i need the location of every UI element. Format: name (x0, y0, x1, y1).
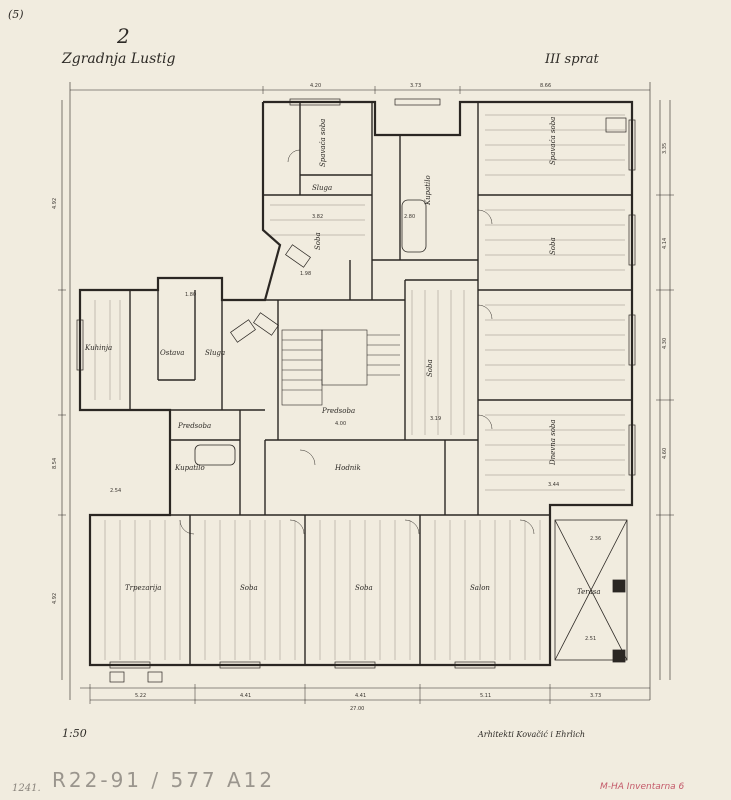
room-bottom-3: Soba (355, 584, 373, 592)
corner-number: (5) (8, 8, 24, 21)
room-right-3: Soba (426, 359, 434, 377)
dim-top-a: 4.20 (310, 83, 321, 89)
room-corridor-upper: Sluga (312, 184, 332, 192)
museum-stamp: M-HA Inventarna 6 (600, 782, 685, 792)
dim-bottom-a: 5.22 (135, 693, 146, 699)
dim-top-b: 3.73 (410, 83, 421, 89)
room-corridor-mid: Hodnik (334, 464, 361, 472)
dim-misc-6: 3.44 (548, 482, 559, 488)
architects-credit: Arhitekti Kovačić i Ehrlich (478, 730, 586, 739)
room-right-2: Soba (549, 237, 557, 255)
catalog-note: 1241. (12, 783, 41, 794)
dim-left-b: 8.54 (52, 458, 58, 469)
dim-left-c: 4.92 (52, 593, 58, 604)
dim-misc-5: 2.54 (110, 488, 121, 494)
room-bottom-2: Soba (240, 584, 258, 592)
dim-right-d: 4.60 (662, 448, 668, 459)
dim-bottom-c: 4.41 (355, 693, 366, 699)
dim-right-b: 4.14 (662, 238, 668, 249)
room-bottom-1: Trpezarija (125, 584, 161, 592)
dim-misc-3: 3.19 (430, 416, 441, 422)
room-terrace: Terasa (577, 588, 601, 596)
dim-top-c: 8.66 (540, 83, 551, 89)
room-labels: Spavaća soba Sluga Soba Kupatilo Kuhinja… (84, 117, 601, 596)
door-swings (179, 149, 535, 535)
dim-misc-4: 1.80 (185, 292, 196, 298)
dim-bottom-e: 3.73 (590, 693, 601, 699)
staircase (281, 329, 400, 406)
room-hall: Predsoba (321, 407, 355, 415)
dim-misc-8: 2.51 (585, 636, 596, 642)
dim-misc-9: 1.98 (300, 271, 311, 277)
room-bottom-4: Salon (470, 584, 490, 592)
dim-misc-10: 4.00 (335, 421, 346, 427)
room-bathroom-b: Kupatilo (174, 464, 205, 472)
exterior-walls (78, 100, 634, 667)
drawing-title: Zgradnja Lustig (62, 51, 176, 67)
dimension-lines (58, 82, 674, 704)
floor-hatching (94, 114, 625, 660)
room-top-left-bedroom: Spavaća soba (319, 119, 327, 167)
room-pantry: Ostava (160, 349, 184, 357)
dim-misc-1: 3.82 (312, 214, 323, 220)
dim-right-c: 4.30 (662, 338, 668, 349)
archive-mark: R22-91 / 577 A12 (52, 768, 276, 792)
room-right-1: Spavaća soba (549, 117, 557, 165)
terrace (554, 519, 628, 663)
interior-walls (129, 102, 632, 665)
dim-misc-7: 2.36 (590, 536, 601, 542)
dim-left-a: 4.92 (52, 198, 58, 209)
dim-bottom-b: 4.41 (240, 693, 251, 699)
window-marks (76, 98, 636, 669)
room-maid: Sluga (205, 349, 225, 357)
dim-overall: 27.00 (350, 706, 364, 712)
sheet-number: 2 (117, 24, 130, 48)
floor-label: III sprat (545, 52, 599, 67)
scale-label: 1:50 (62, 727, 87, 740)
room-anteroom: Predsoba (177, 422, 211, 430)
room-small-room: Soba (314, 232, 322, 250)
room-right-4: Dnevna soba (549, 419, 557, 466)
room-bathroom-a: Kupatilo (424, 175, 432, 206)
dim-bottom-d: 5.11 (480, 693, 491, 699)
dim-right-a: 3.35 (662, 143, 668, 154)
dim-misc-2: 2.80 (404, 214, 415, 220)
dimension-figures: 4.20 3.73 8.66 27.00 5.22 4.41 4.41 5.11… (52, 83, 668, 712)
chimney-ducts (109, 117, 627, 683)
room-kitchen: Kuhinja (84, 344, 112, 352)
bathtubs (194, 199, 427, 466)
